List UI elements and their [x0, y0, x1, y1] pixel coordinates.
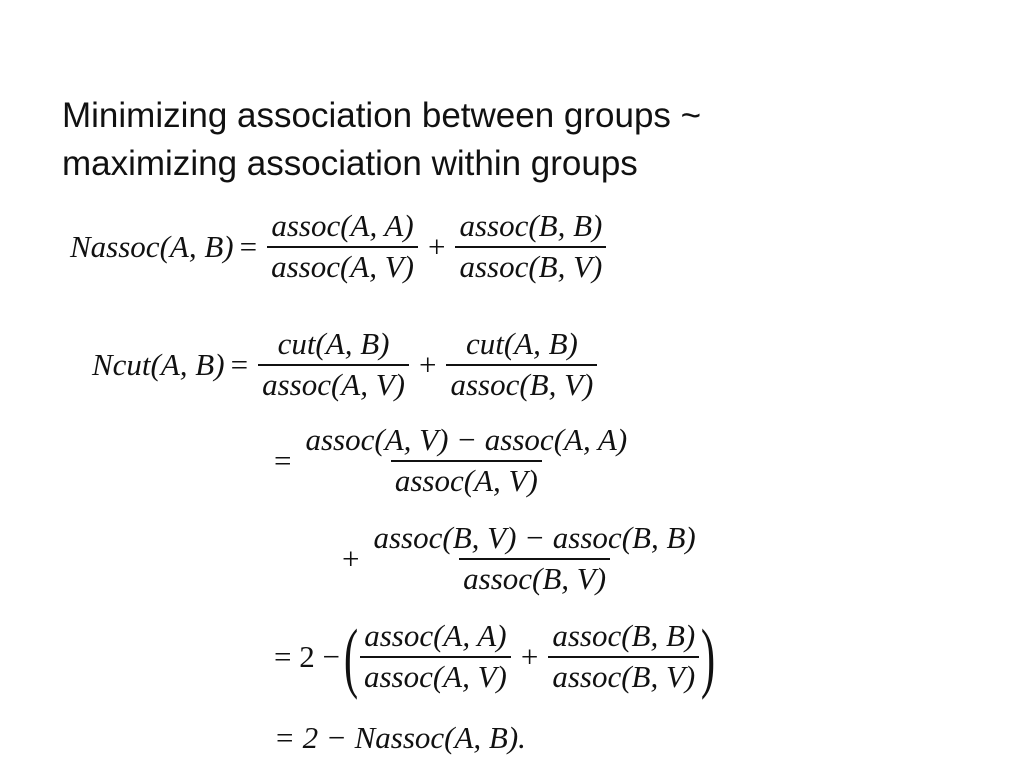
fraction-denominator: assoc(A, V) [267, 245, 418, 284]
plus-sign: + [418, 346, 437, 382]
nassoc-equation: Nassoc(A, B) = assoc(A, A) assoc(A, V) +… [70, 208, 610, 284]
fraction-denominator: assoc(B, V) [459, 557, 611, 596]
title-line-2: maximizing association within groups [62, 144, 638, 183]
fraction-numerator: assoc(A, A) [364, 618, 507, 654]
fraction-numerator: assoc(A, A) [271, 208, 414, 243]
ncut-equation-line-2: = assoc(A, V) − assoc(A, A) assoc(A, V) [268, 422, 635, 498]
fraction-denominator: assoc(B, V) [446, 363, 598, 402]
fraction-numerator: assoc(B, B) [552, 618, 696, 654]
ncut-fraction-1: cut(A, B) assoc(A, V) [258, 326, 409, 402]
right-paren: ) [701, 613, 716, 700]
left-paren: ( [343, 613, 359, 700]
nassoc-fraction-2: assoc(B, B) assoc(B, V) [455, 208, 607, 284]
fraction-denominator: assoc(A, V) [390, 459, 542, 498]
equals-sign: = [274, 442, 292, 478]
fraction-numerator: assoc(B, V) − assoc(B, B) [373, 520, 696, 555]
fraction-numerator: cut(A, B) [465, 326, 578, 361]
plus-sign: + [427, 228, 446, 264]
ncut-final: = 2 − Nassoc(A, B). [274, 720, 526, 755]
plus-sign: + [342, 540, 360, 576]
ncut-fraction-b: assoc(B, V) − assoc(B, B) assoc(B, V) [369, 520, 699, 596]
ncut-fraction-c2: assoc(B, B) assoc(B, V) [548, 618, 700, 694]
ncut-fraction-c1: assoc(A, A) assoc(A, V) [359, 618, 511, 694]
title-line-1: Minimizing association between groups ~ [62, 96, 702, 135]
fraction-numerator: assoc(B, B) [459, 208, 603, 243]
fraction-denominator: assoc(A, V) [258, 363, 409, 402]
slide-title: Minimizing association between groups ~ … [62, 92, 701, 188]
nassoc-fraction-1: assoc(A, A) assoc(A, V) [267, 208, 418, 284]
fraction-denominator: assoc(A, V) [359, 656, 511, 694]
fraction-denominator: assoc(B, V) [455, 245, 607, 284]
ncut-equation-line-1: Ncut(A, B) = cut(A, B) assoc(A, V) + cut… [92, 326, 601, 402]
ncut-equation-line-3: + assoc(B, V) − assoc(B, B) assoc(B, V) [336, 520, 704, 596]
fraction-numerator: cut(A, B) [277, 326, 390, 361]
equals-sign: = [230, 346, 249, 382]
equals-two-minus: = 2 − [274, 639, 340, 674]
fraction-numerator: assoc(A, V) − assoc(A, A) [305, 422, 628, 457]
ncut-equation-line-4: = 2 − ( assoc(A, A) assoc(A, V) + assoc(… [268, 613, 716, 700]
ncut-equation-line-5: = 2 − Nassoc(A, B). [274, 720, 526, 756]
ncut-fraction-a: assoc(A, V) − assoc(A, A) assoc(A, V) [301, 422, 631, 498]
fraction-denominator: assoc(B, V) [548, 656, 700, 694]
nassoc-lhs: Nassoc(A, B) [70, 228, 234, 264]
equals-sign: = [239, 228, 258, 264]
plus-sign: + [520, 639, 539, 674]
ncut-fraction-2: cut(A, B) assoc(B, V) [446, 326, 598, 402]
ncut-lhs: Ncut(A, B) [92, 346, 225, 382]
